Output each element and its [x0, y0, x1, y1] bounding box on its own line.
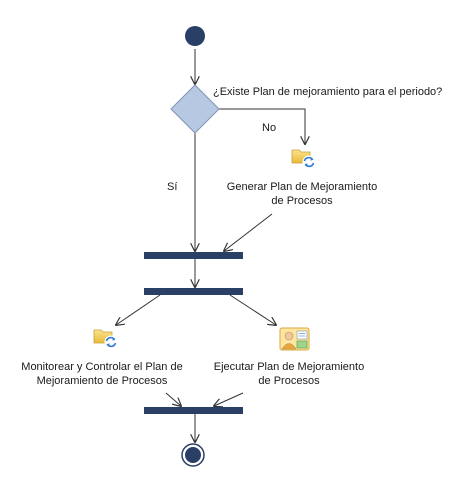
- user-document-icon: [279, 327, 310, 351]
- branch-si-label: Sí: [167, 181, 177, 193]
- edge-generate-join: [224, 213, 273, 251]
- join-bar: [144, 252, 243, 259]
- final-join-bar: [144, 407, 243, 414]
- task-generate-line1: Generar Plan de Mejoramiento: [227, 181, 377, 193]
- edge-no-generate: [217, 108, 305, 144]
- end-node: [181, 443, 205, 467]
- start-node: [185, 26, 205, 46]
- decision-node: [170, 84, 220, 134]
- branch-no-label: No: [262, 122, 276, 134]
- task-generate-line2: de Procesos: [271, 195, 333, 207]
- edge-fork-execute: [229, 294, 276, 325]
- edge-execute-join: [214, 392, 244, 406]
- decision-question: ¿Existe Plan de mejoramiento para el per…: [213, 86, 442, 98]
- fork-bar: [144, 288, 243, 295]
- edge-fork-monitor: [116, 294, 161, 325]
- task-execute-line1: Ejecutar Plan de Mejoramiento: [214, 361, 364, 373]
- folder-refresh-icon: [93, 329, 118, 349]
- task-monitor-line2: Mejoramiento de Procesos: [37, 375, 168, 387]
- task-execute-line2: de Procesos: [258, 375, 320, 387]
- folder-refresh-icon: [291, 149, 316, 169]
- edge-monitor-join: [165, 392, 181, 406]
- task-monitor-line1: Monitorear y Controlar el Plan de: [21, 361, 182, 373]
